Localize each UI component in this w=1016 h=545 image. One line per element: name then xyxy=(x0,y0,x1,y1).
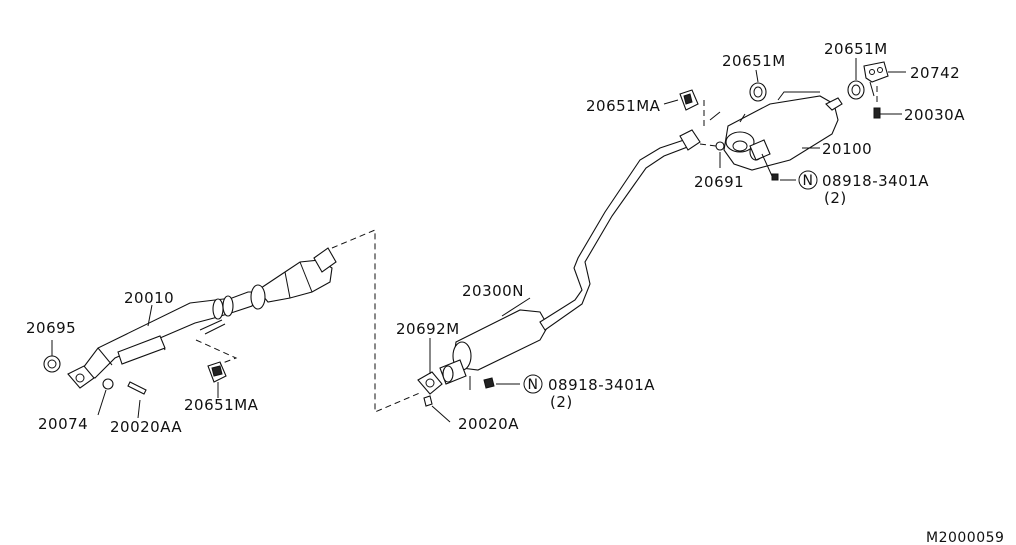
label-20020A: 20020A xyxy=(458,415,519,433)
label-20020AA: 20020AA xyxy=(110,418,182,436)
front-flange xyxy=(67,365,95,389)
n-symbol-rear: N xyxy=(798,170,818,190)
label-20692M: 20692M xyxy=(396,320,460,338)
mount-rubber-20651MA-front xyxy=(195,339,238,383)
label-20695: 20695 xyxy=(26,319,76,337)
svg-text:N: N xyxy=(803,173,814,189)
label-08918-mid-qty: (2) xyxy=(550,393,573,411)
label-20100: 20100 xyxy=(822,140,872,158)
drawing-code: M2000059 xyxy=(926,530,1004,545)
mid-leader-lines xyxy=(429,297,531,423)
label-20651MA-rear: 20651MA xyxy=(586,97,661,115)
nut-08918-rear xyxy=(761,153,779,181)
label-08918-rear: 08918-3401A xyxy=(822,172,929,190)
svg-text:N: N xyxy=(528,377,539,393)
nut-08918-mid xyxy=(469,376,495,390)
mount-rubber-20651MA-rear xyxy=(679,89,721,130)
front-exhaust-tube-assembly xyxy=(79,247,337,379)
label-08918-mid: 08918-3401A xyxy=(548,376,655,394)
stud-20020AA xyxy=(127,381,147,395)
mount-rubber-20651M-left xyxy=(749,82,767,102)
bracket-20742 xyxy=(863,61,889,97)
nut-20074 xyxy=(102,378,114,390)
label-20010: 20010 xyxy=(124,289,174,307)
label-20651MA-front: 20651MA xyxy=(184,396,259,414)
gasket-20692M xyxy=(417,371,443,395)
label-20651M-right: 20651M xyxy=(824,40,888,58)
label-20074: 20074 xyxy=(38,415,88,433)
label-20742: 20742 xyxy=(910,64,960,82)
label-20030A: 20030A xyxy=(904,106,965,124)
center-muffler-assembly xyxy=(439,139,691,385)
stud-20020A xyxy=(423,395,433,407)
main-muffler-assembly xyxy=(679,91,843,171)
label-20691: 20691 xyxy=(694,173,744,191)
front-leader-lines xyxy=(51,304,219,419)
n-symbol-mid: N xyxy=(523,374,543,394)
label-20300N: 20300N xyxy=(462,282,524,300)
front-to-mid-connection xyxy=(331,229,423,413)
label-20651M-left: 20651M xyxy=(722,52,786,70)
gasket-20695 xyxy=(43,355,61,373)
label-08918-rear-qty: (2) xyxy=(824,189,847,207)
mount-rubber-20651M-right xyxy=(847,80,865,100)
bolt-20030A xyxy=(873,86,881,119)
ring-20691 xyxy=(699,141,725,151)
rear-leader-lines xyxy=(663,58,906,181)
